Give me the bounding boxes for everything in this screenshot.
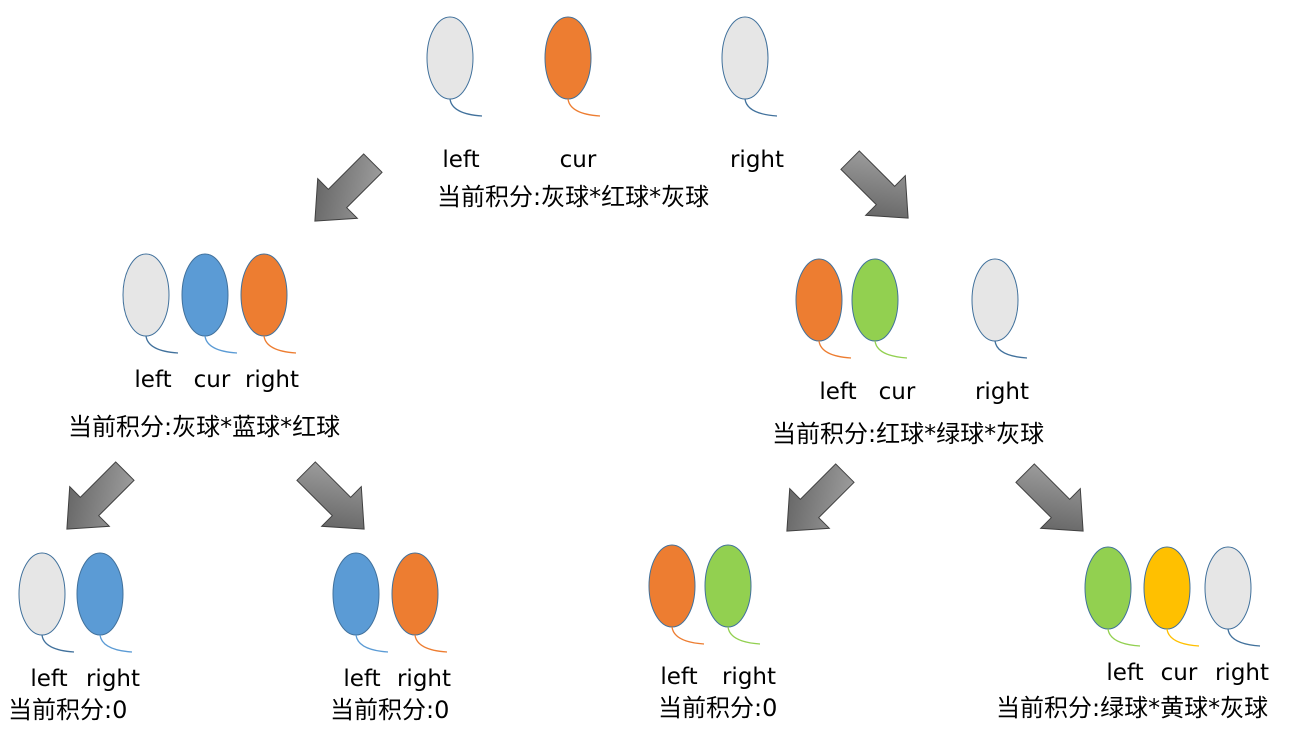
balloon-label-cur: cur [1161,660,1198,686]
balloon-orange [648,544,705,645]
balloon-label-left: left [1106,660,1143,686]
balloon-label-right: right [397,666,451,692]
node-level1-left: left cur right 当前积分:灰球*蓝球*红球 [68,253,340,441]
balloon-blue [332,552,389,653]
edge-arrow-root-to-right [840,150,909,219]
balloon-label-left: left [343,666,380,692]
balloon-label-left: left [660,664,697,690]
balloon-label-right: right [975,379,1029,405]
edge-arrow-right-to-leaf3 [786,463,855,532]
balloon-yellow [1143,546,1200,647]
score-text: 当前积分:红球*绿球*灰球 [772,420,1044,448]
balloon-label-cur: cur [560,147,597,173]
score-text: 当前积分:灰球*红球*灰球 [437,183,709,211]
balloon-blue [76,552,133,653]
balloon-label-left: left [30,666,67,692]
score-text: 当前积分:灰球*蓝球*红球 [68,413,340,441]
balloon-label-left: left [442,147,479,173]
balloon-gray [721,16,778,117]
balloon-green [851,258,908,359]
node-leaf-1: left right 当前积分:0 [8,552,140,724]
edge-arrow-right-to-leaf4 [1015,463,1084,532]
balloon-gray [971,258,1028,359]
balloon-label-right: right [86,666,140,692]
balloon-label-right: right [245,367,299,393]
score-text: 当前积分:0 [330,696,449,724]
balloon-gray [122,253,179,354]
node-root: left cur right 当前积分:灰球*红球*灰球 [426,16,784,211]
edge-arrow-root-to-left [314,153,383,222]
node-leaf-4: left cur right 当前积分:绿球*黄球*灰球 [996,546,1269,722]
node-leaf-3: left right 当前积分:0 [648,544,777,722]
balloon-orange [240,253,297,354]
node-leaf-2: left right 当前积分:0 [330,552,451,724]
balloon-gray [1204,546,1261,647]
score-text: 当前积分:绿球*黄球*灰球 [996,694,1268,722]
balloon-gray [426,16,483,117]
balloon-green [704,544,761,645]
balloon-label-right: right [1215,660,1269,686]
node-level1-right: left cur right 当前积分:红球*绿球*灰球 [772,258,1044,448]
balloon-label-cur: cur [194,367,231,393]
balloon-blue [181,253,238,354]
balloon-orange [795,258,852,359]
balloon-orange [391,552,448,653]
edge-arrow-left-to-leaf1 [66,461,135,530]
balloon-label-left: left [819,379,856,405]
balloon-label-cur: cur [879,379,916,405]
balloon-gray [18,552,75,653]
edge-arrow-left-to-leaf2 [296,461,365,530]
balloon-label-right: right [722,664,776,690]
score-text: 当前积分:0 [658,694,777,722]
score-text: 当前积分:0 [8,696,127,724]
balloon-orange [544,16,601,117]
balloon-label-left: left [134,367,171,393]
balloon-green [1084,546,1141,647]
balloon-label-right: right [730,147,784,173]
